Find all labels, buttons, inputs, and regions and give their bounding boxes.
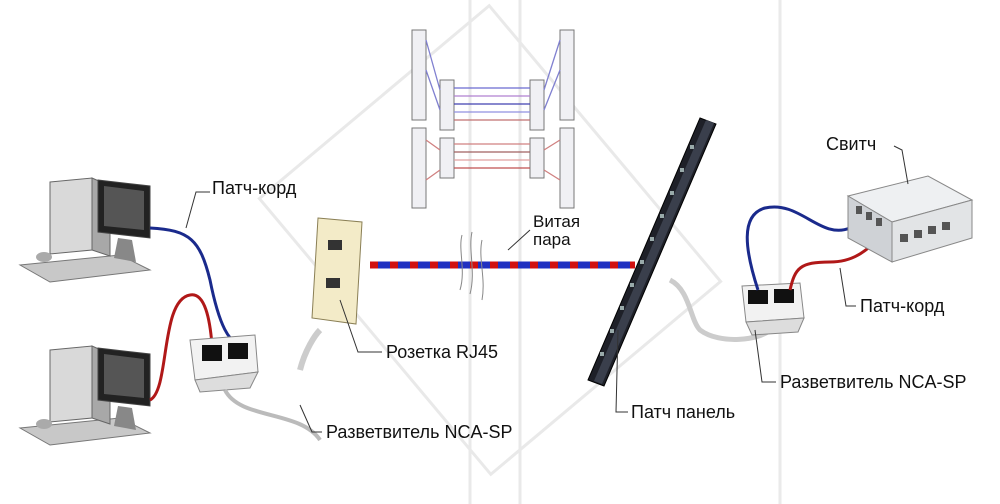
computer-top-icon [18,177,152,283]
label-switch: Свитч [826,134,877,154]
patch-cord-left-red [149,293,214,402]
punchdown-detail-icon [411,29,575,209]
label-patch-cord-right: Патч-корд [860,296,945,316]
label-socket: Розетка RJ45 [386,342,499,362]
label-splitter-right: Разветвитель NCA-SP [780,372,967,392]
label-twisted-pair-line2: пара [533,230,571,249]
label-splitter-left: Разветвитель NCA-SP [326,422,513,442]
splitter-left-icon [189,327,323,442]
label-patch-panel: Патч панель [631,402,736,422]
label-twisted-pair-line1: Витая [533,212,581,231]
patch-panel-icon [587,117,772,387]
wall-socket-icon [311,217,363,325]
patch-cord-left-blue [149,226,239,347]
label-twisted-pair: Витая пара [533,213,580,249]
computer-bottom-icon [18,345,152,446]
splitter-right-icon [741,282,805,336]
leader-lines [185,145,909,433]
label-patch-cord-left: Патч-корд [212,178,297,198]
switch-icon [846,175,974,263]
